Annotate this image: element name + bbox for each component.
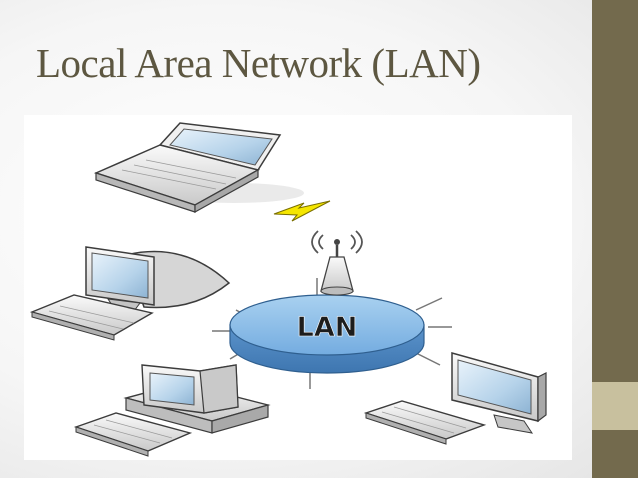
laptop-icon bbox=[93, 122, 304, 214]
side-accent bbox=[592, 382, 638, 430]
access-point bbox=[311, 230, 363, 296]
flat-monitor-icon bbox=[363, 352, 547, 445]
desktop-computer-icon bbox=[73, 364, 271, 457]
lan-diagram: LAN bbox=[24, 115, 572, 460]
slide-title: Local Area Network (LAN) bbox=[36, 40, 481, 86]
desktop-monitor-icon bbox=[29, 246, 231, 341]
wireless-link-icon bbox=[273, 200, 331, 222]
lan-hub: LAN bbox=[229, 294, 425, 374]
hub-label: LAN bbox=[297, 312, 358, 343]
